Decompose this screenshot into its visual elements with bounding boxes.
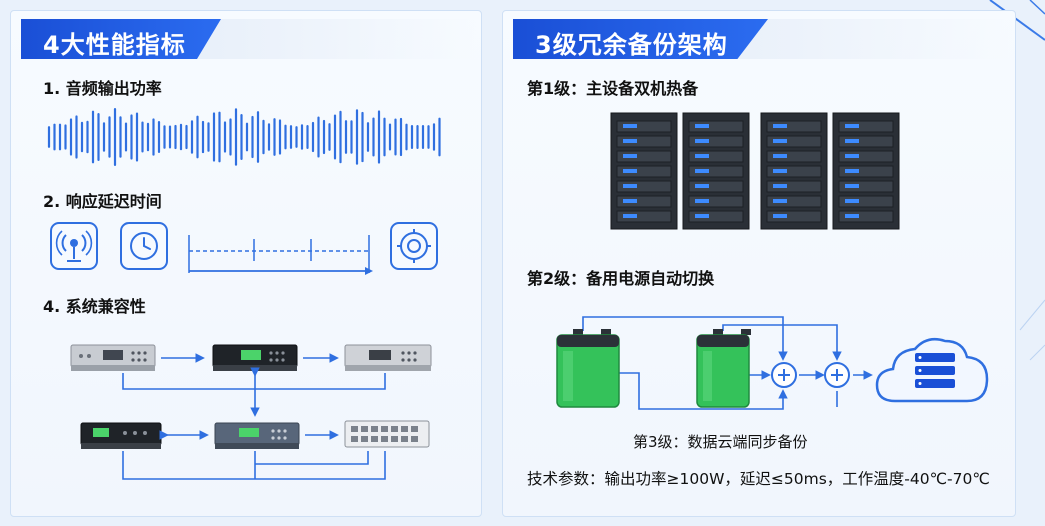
compatibility-label: 4. 系统兼容性	[43, 297, 146, 316]
server-rack	[610, 112, 678, 230]
performance-title: 4大性能指标	[43, 31, 186, 59]
plus-junction-icon	[824, 362, 850, 388]
level-3-label: 第3级：数据云端同步备份	[633, 433, 808, 451]
target-dial-icon	[390, 222, 438, 270]
level-2-label: 第2级：备用电源自动切换	[527, 269, 715, 288]
compatibility-connectors	[122, 353, 386, 480]
device-black-amplifier	[212, 344, 298, 371]
cloud-server-icon	[875, 338, 989, 403]
latency-diagram	[50, 222, 438, 275]
server-rack	[760, 112, 828, 230]
server-rack	[832, 112, 900, 230]
device-gray-processor	[214, 422, 300, 449]
compatibility-diagram	[70, 344, 432, 480]
redundancy-banner: 3级冗余备份架构	[513, 19, 1013, 59]
tech-specs: 技术参数：输出功率≥100W，延迟≤50ms，工作温度-40℃-70℃	[527, 470, 990, 488]
redundancy-panel: 3级冗余备份架构 第1级：主设备双机热备 第2级：备用电源自动切换	[502, 10, 1016, 517]
level-1-label: 第1级：主设备双机热备	[527, 79, 699, 98]
battery-icon	[556, 329, 620, 408]
plus-junction-icon	[771, 362, 797, 388]
performance-panel: 4大性能指标 1. 音频输出功率 2. 响应延迟时间	[10, 10, 482, 517]
server-racks	[610, 112, 900, 230]
power-connectors	[582, 316, 873, 410]
response-latency-label: 2. 响应延迟时间	[43, 192, 162, 211]
banner-tab	[513, 19, 768, 59]
audio-output-label: 1. 音频输出功率	[43, 79, 162, 98]
device-black-player	[80, 422, 162, 449]
power-switch-diagram	[556, 316, 989, 410]
performance-banner: 4大性能指标	[21, 19, 476, 59]
audio-waveform	[47, 108, 441, 166]
banner-tab	[21, 19, 221, 59]
redundancy-title: 3级冗余备份架构	[535, 31, 728, 59]
clock-icon	[120, 222, 168, 270]
latency-timeline	[188, 235, 373, 275]
device-silver-mixer	[70, 344, 156, 371]
device-white-switch	[344, 420, 430, 448]
antenna-signal-icon	[50, 222, 98, 270]
server-rack	[682, 112, 750, 230]
battery-icon	[696, 329, 751, 408]
device-silver-controller	[344, 344, 432, 371]
